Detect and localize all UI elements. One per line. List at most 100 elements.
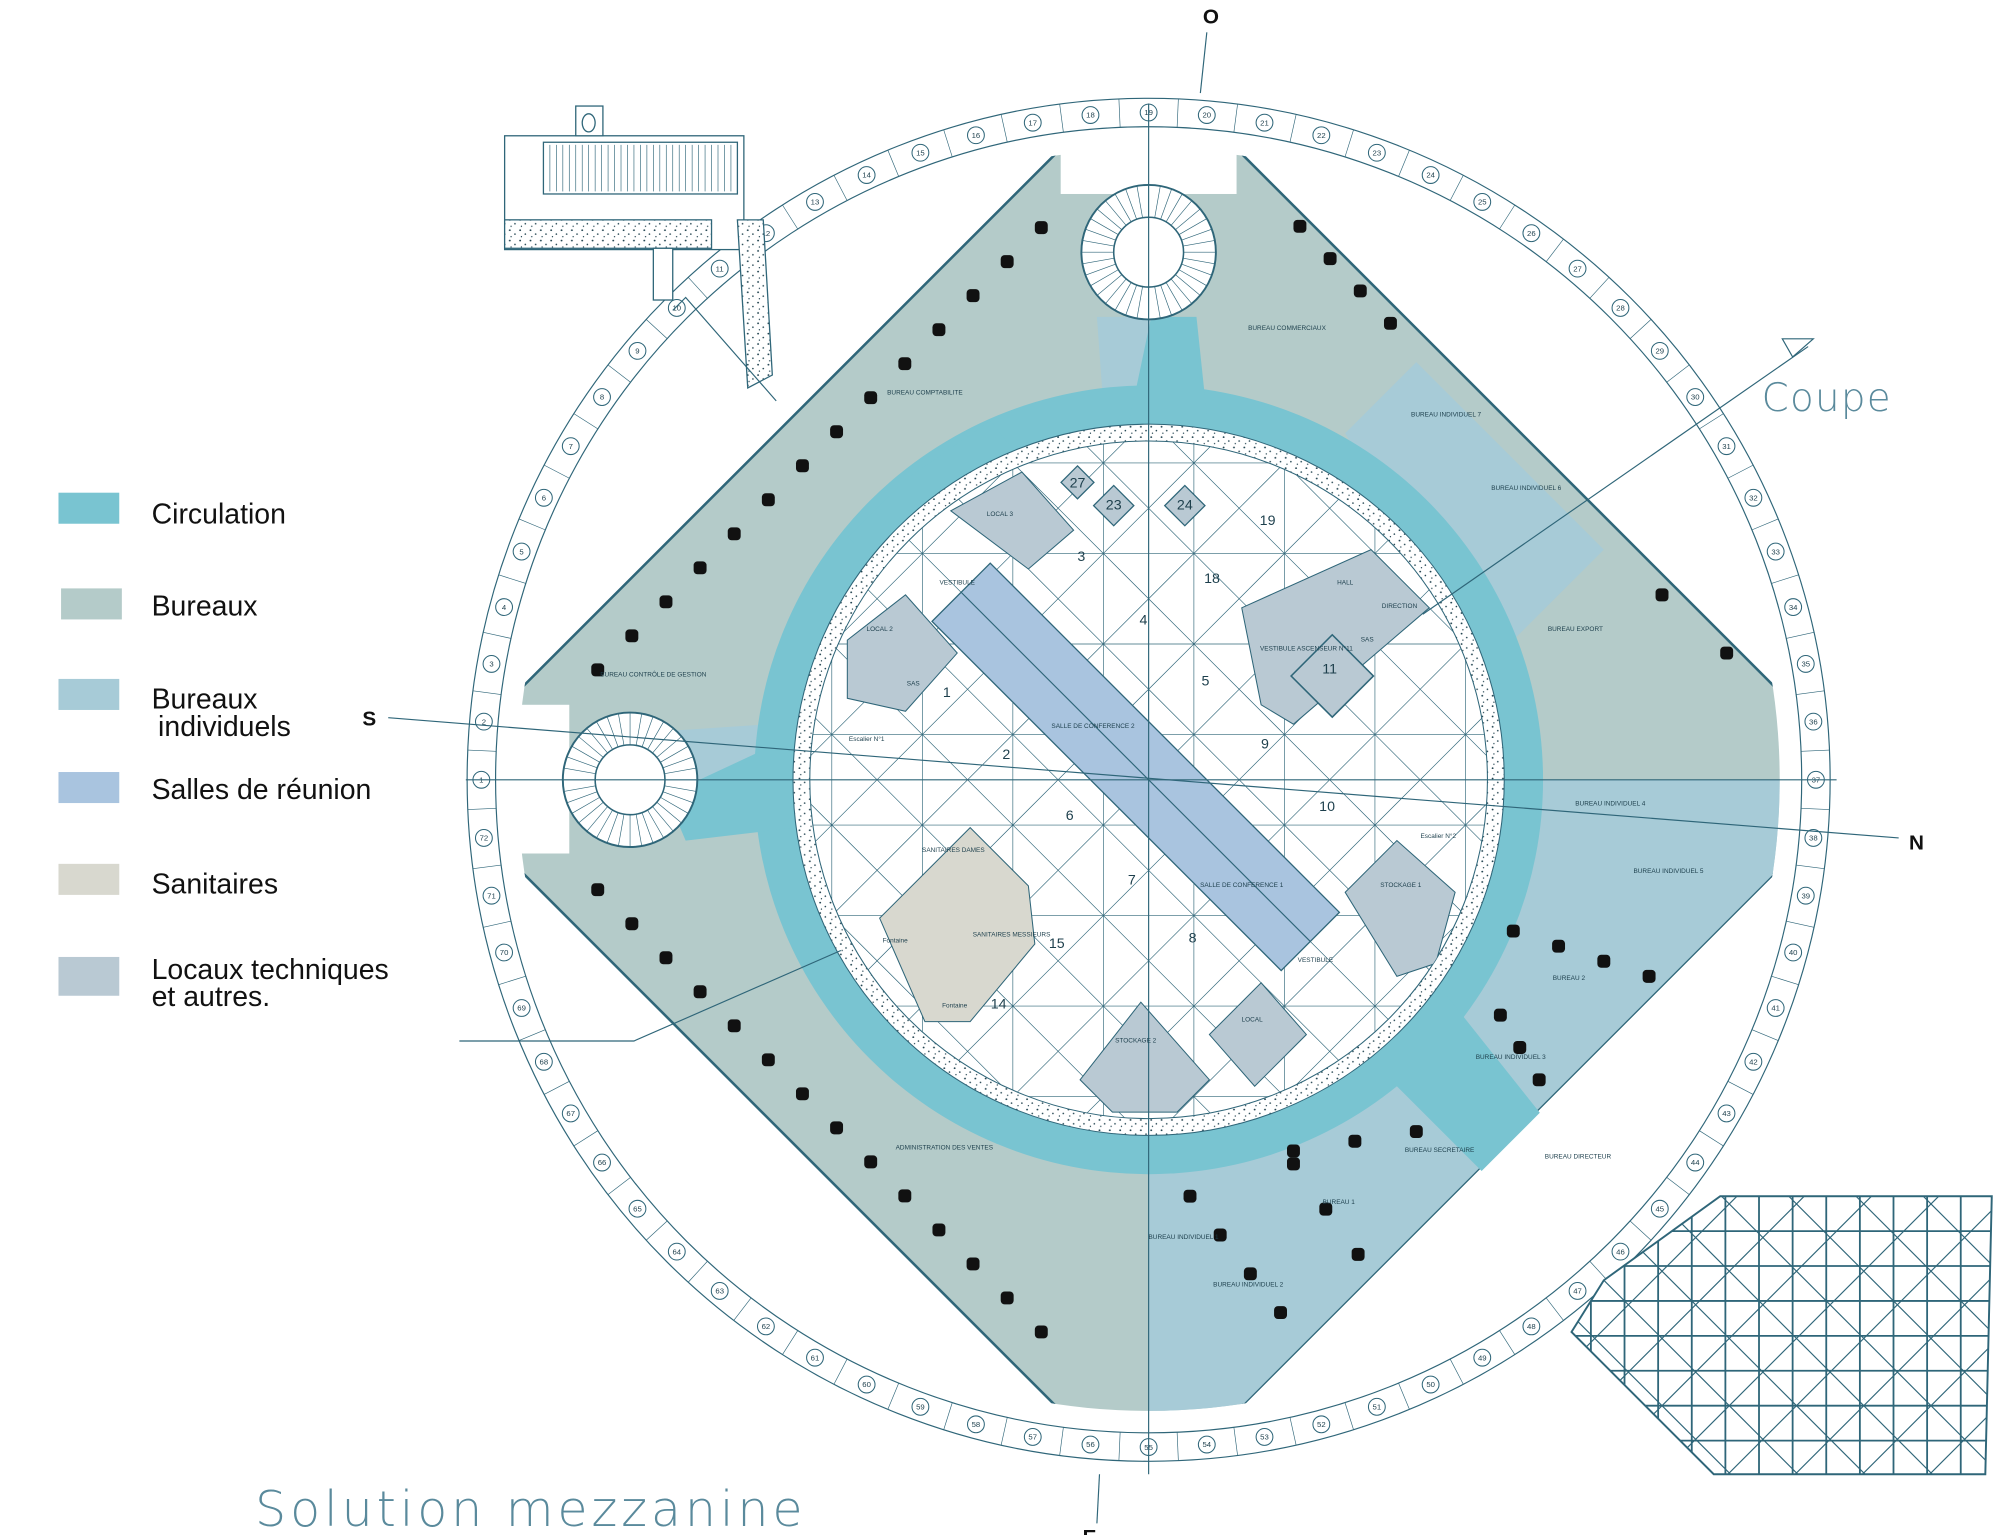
pillar: 55 [1118, 1432, 1158, 1461]
chair-icon [966, 1257, 980, 1271]
room-number: 24 [1177, 498, 1193, 514]
pillar-number: 41 [1771, 1004, 1780, 1013]
pillar-number: 21 [1260, 118, 1269, 127]
stair-tread [578, 736, 604, 758]
room-label: BUREAU EXPORT [1548, 626, 1603, 633]
stockage-2-room [1079, 1001, 1211, 1113]
stair-tread [664, 767, 697, 775]
room-label: DIRECTION [1382, 603, 1418, 610]
pillar-number: 15 [916, 148, 925, 157]
stair-tread [586, 806, 608, 832]
pillar: 58 [943, 1402, 985, 1434]
pillar-number: 12 [762, 229, 771, 238]
pillar: 53 [1233, 1427, 1274, 1456]
room-label: Fontaine [883, 938, 909, 945]
chair-icon [1513, 1041, 1527, 1054]
chair-icon [1493, 1008, 1507, 1022]
grid-line [809, 440, 1085, 1119]
legend-swatch-sanitaires [58, 863, 120, 895]
pillar: 46 [1589, 1242, 1630, 1283]
pillar: 18 [1081, 98, 1121, 128]
pillar: 14 [857, 150, 900, 184]
compass-south-label: S [362, 707, 376, 730]
room-label: STOCKAGE 2 [1115, 1037, 1157, 1044]
pillar-number: 61 [811, 1353, 820, 1362]
left-notch [420, 704, 570, 854]
pillar-number: 57 [1028, 1433, 1037, 1442]
pillar: 17 [1023, 104, 1064, 133]
chair-icon [693, 985, 707, 999]
pillar: 45 [1629, 1199, 1669, 1241]
pillar-number: 4 [502, 603, 507, 612]
stair-tread [635, 814, 643, 847]
stair-tread [1170, 200, 1193, 226]
pillar: 50 [1398, 1375, 1440, 1410]
pillar: 65 [607, 1177, 647, 1218]
grid-line [1213, 440, 1488, 1119]
stair-tread [578, 801, 604, 824]
room-number: 4 [1139, 613, 1147, 629]
sanitaires-room [879, 826, 1036, 1023]
pillar-number: 72 [480, 834, 489, 843]
pillar: 6 [534, 464, 570, 507]
pillar-number: 6 [542, 493, 546, 502]
pillar-number: 40 [1789, 948, 1798, 957]
stair-tread [586, 728, 608, 754]
room-number: 11 [1322, 662, 1337, 678]
room-number: 5 [1202, 673, 1210, 689]
stair-tread [1154, 185, 1161, 218]
compass-west-label: O [1203, 5, 1219, 28]
chair-icon [659, 595, 673, 609]
roof-diagonal [1849, 1196, 1992, 1475]
pillar-number: 69 [517, 1004, 526, 1013]
chair-icon [1383, 316, 1397, 330]
stair-tread [1178, 269, 1208, 287]
pillar: 36 [1801, 712, 1830, 752]
room-label: BUREAU DIRECTEUR [1545, 1154, 1612, 1161]
roof-diagonal [1916, 1196, 1992, 1475]
pillar: 27 [1568, 259, 1610, 299]
chair-icon [1000, 255, 1014, 269]
pillar: 40 [1771, 943, 1803, 986]
glass-roof [1570, 1195, 1993, 1476]
chair-icon [761, 1053, 775, 1067]
room-label: VESTIBULE [1298, 957, 1334, 964]
pillar-number: 32 [1749, 493, 1758, 502]
room-label: BUREAU INDIVIDUEL 5 [1633, 868, 1703, 875]
chair-icon [966, 289, 980, 303]
stair-tread [1096, 208, 1123, 230]
chair-icon [1293, 219, 1307, 233]
pillar: 30 [1686, 388, 1724, 430]
pillar-number: 67 [566, 1109, 575, 1118]
roof-diagonal [1849, 1196, 1992, 1475]
pillar: 44 [1666, 1153, 1705, 1195]
chair-icon [830, 1121, 844, 1135]
stair-tread [1165, 193, 1183, 223]
room-label: STOCKAGE 1 [1380, 882, 1422, 889]
pillar-number: 25 [1478, 198, 1487, 207]
room-number: 14 [991, 997, 1007, 1013]
pillar-number: 28 [1616, 304, 1625, 313]
legend-swatch-circulation [58, 492, 120, 524]
pillar-number: 36 [1809, 717, 1818, 726]
pillar-number: 44 [1691, 1158, 1700, 1167]
compass-east-label: E [1083, 1526, 1097, 1535]
room-label: BUREAU INDIVIDUEL 1 [1149, 1234, 1219, 1241]
room-label: SALLE DE CONFERENCE 1 [1200, 882, 1284, 889]
chair-icon [659, 951, 673, 965]
pillar-number: 22 [1317, 131, 1326, 140]
stair-tread [1090, 218, 1119, 235]
chair-icon [1597, 954, 1611, 968]
room-label: BUREAU INDIVIDUEL 7 [1411, 411, 1481, 418]
pillar-number: 23 [1373, 148, 1382, 157]
pillar-number: 11 [716, 264, 724, 273]
grid-line [809, 440, 1175, 1119]
pillar-number: 5 [519, 547, 523, 556]
pillar-number: 34 [1789, 603, 1798, 612]
chair-icon [1506, 924, 1520, 938]
legend-label: Sanitaires [152, 869, 278, 901]
pillar-number: 43 [1722, 1109, 1731, 1118]
chair-icon [693, 561, 707, 575]
pillar: 62 [733, 1297, 775, 1336]
pillar: 66 [573, 1130, 611, 1172]
